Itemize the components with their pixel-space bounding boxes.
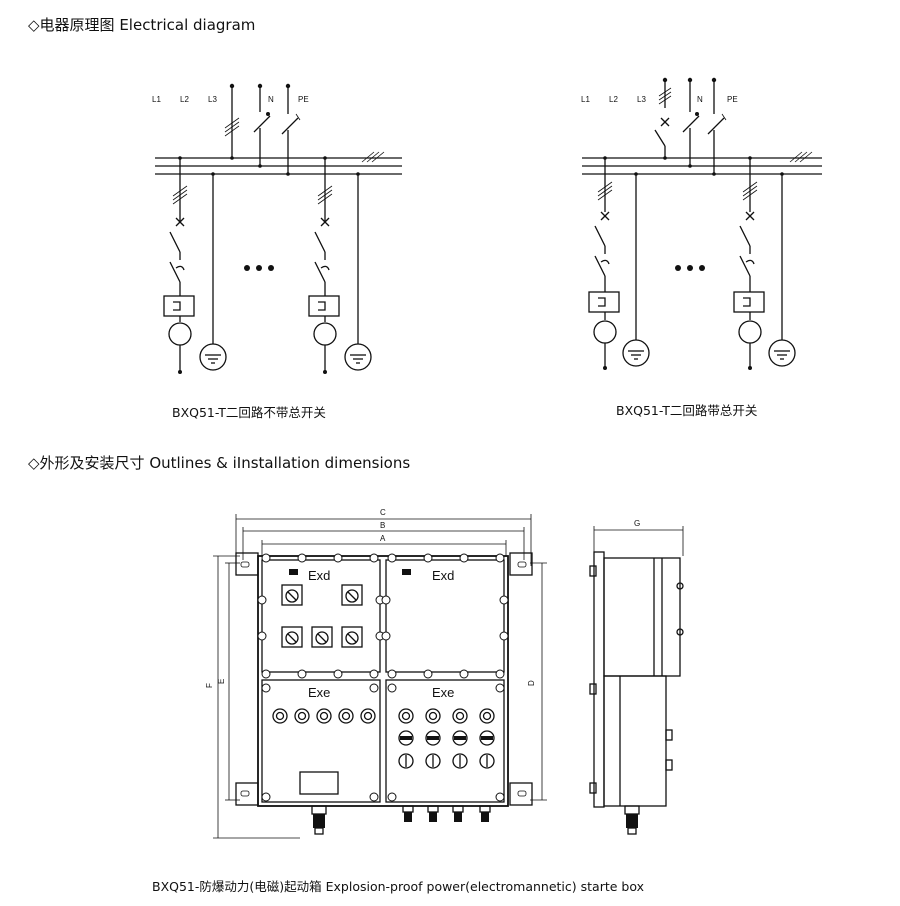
branch-circuit-2 [308,156,372,374]
dimension-label-e: E [217,679,226,684]
diamond-icon: ◇ [28,454,40,472]
nameplate-icon [289,569,298,575]
cable-glands [311,805,491,835]
line-label-l3: L3 [637,95,646,104]
compartment-label-exe-right: Exe [432,685,454,700]
incoming-lines [224,83,301,174]
continuation-dot [687,265,693,271]
continuation-dot [256,265,262,271]
exe-compartment-left [261,679,381,803]
continuation-dot [244,265,250,271]
line-label-pe: PE [298,95,309,104]
selector-switches [398,753,495,769]
compartment-label-exd-left: Exd [308,568,330,583]
mounting-plate [593,551,605,808]
dimension-lines: C B A F E D [205,508,547,839]
section-title-text: 电器原理图 Electrical diagram [39,16,256,34]
branch-circuit-2 [733,156,796,370]
exd-compartment-left [261,559,381,673]
main-switch [654,77,727,174]
line-label-pe: PE [727,95,738,104]
indicator-lamps [272,708,495,724]
dimension-label-f: F [205,683,214,688]
section-title-electrical: ◇电器原理图 Electrical diagram [28,14,255,35]
branch-circuit-1 [163,156,227,374]
continuation-dot [268,265,274,271]
dimension-label-b: B [380,521,385,530]
diamond-icon: ◇ [28,16,40,34]
lower-enclosure [603,675,667,807]
line-label-l3: L3 [208,95,217,104]
bus-bars [155,151,402,176]
compartment-label-exd-right: Exd [432,568,454,583]
exd-compartment-right [385,559,505,673]
dimension-label-g: G [634,519,640,528]
line-label-n: N [697,95,703,104]
diagram-caption-right: BXQ51-T二回路带总开关 [616,403,758,418]
branch-circuit-1 [588,156,650,370]
line-label-l2: L2 [609,95,618,104]
line-label-l1: L1 [152,95,161,104]
nameplate-icon [402,569,411,575]
dimension-label-c: C [380,508,386,517]
line-label-l2: L2 [180,95,189,104]
upper-enclosure [603,557,681,677]
line-label-n: N [268,95,274,104]
rotary-switch-panels [281,584,363,648]
section-title-outlines: ◇外形及安装尺寸 Outlines & iInstallation dimens… [28,452,410,473]
exe-compartment-right [385,679,505,803]
line-label-l1: L1 [581,95,590,104]
dimension-label-d: D [527,680,536,686]
cable-junction-box [299,771,339,795]
push-buttons [398,730,495,746]
compartment-label-exe-left: Exe [308,685,330,700]
outline-caption: BXQ51-防爆动力(电磁)起动箱 Explosion-proof power(… [152,879,644,894]
dimension-label-a: A [380,534,386,543]
flange-bolts [257,553,509,802]
section-title-text: 外形及安装尺寸 Outlines & iInstallation dimensi… [39,454,411,472]
continuation-dot [699,265,705,271]
diagram-caption-left: BXQ51-T二回路不带总开关 [172,405,326,420]
continuation-dot [675,265,681,271]
